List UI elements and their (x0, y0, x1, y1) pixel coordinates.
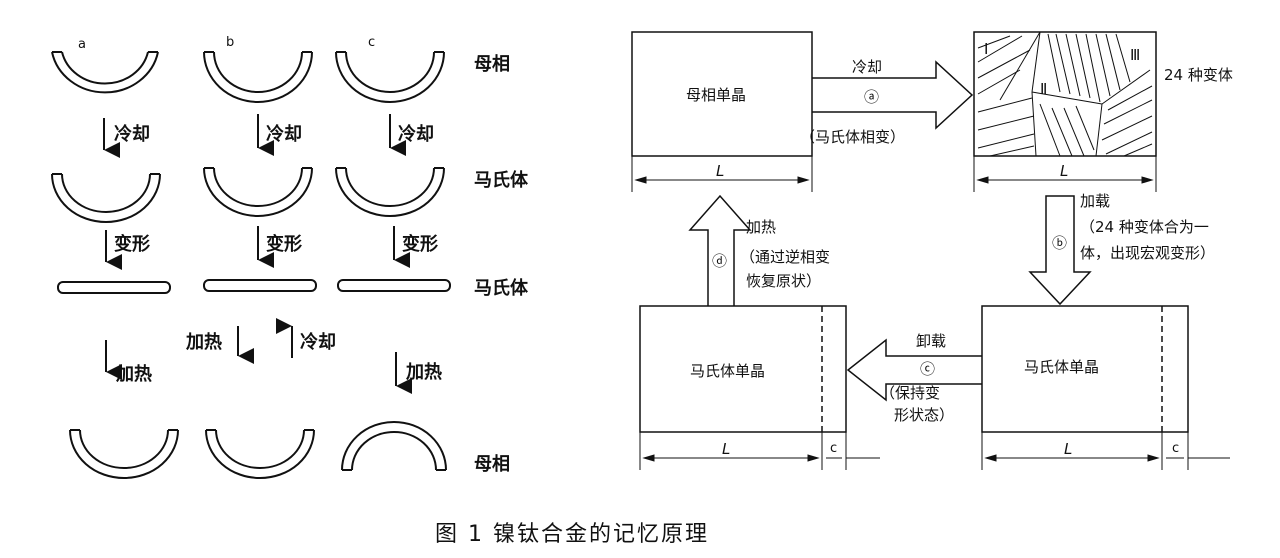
roman-label-3: Ⅲ (1130, 46, 1140, 64)
column-label-a: a (78, 37, 86, 52)
block-arrow-c-left (846, 338, 982, 402)
u-shape-a-parent (51, 51, 159, 94)
arrow-a-bottom-label: （马氏体相变） (800, 128, 905, 146)
dimension-martensite-left (639, 432, 880, 470)
box-parent-crystal (631, 31, 813, 157)
arrow-a-top-label: 冷却 (852, 58, 882, 76)
arrow-b-top-label: 加载 (1080, 192, 1110, 210)
arrow-a-circle: ⓐ (864, 88, 879, 106)
u-shape-c-martensite (335, 167, 445, 217)
box-martensite-left (639, 305, 847, 433)
state-label-parent: 母相 (474, 54, 510, 75)
variants-label: 24 种变体 (1164, 66, 1233, 84)
arrow-b-circle: ⓑ (1052, 234, 1067, 252)
length-label-parent: L (716, 162, 724, 180)
u-shape-a-final (69, 429, 179, 479)
roman-label-1: Ⅰ (984, 40, 988, 58)
flat-bar-b (203, 279, 317, 292)
arrow-d-line2: 恢复原状） (746, 272, 821, 290)
flat-bar-c (337, 279, 451, 292)
box-label-martensite-right: 马氏体单晶 (1024, 358, 1099, 376)
u-shape-b-martensite (203, 167, 313, 217)
dimension-parent (631, 156, 813, 192)
step-label-cool-b-up: 冷却 (300, 331, 336, 353)
step-label-heat-b: 加热 (185, 331, 222, 353)
step-label-heat-c: 加热 (405, 361, 442, 383)
u-shape-a-martensite (51, 173, 161, 223)
dimension-martensite-right (981, 432, 1230, 470)
state-label-martensite-2: 马氏体 (474, 277, 529, 299)
arrow-c-top-label: 卸载 (916, 332, 946, 350)
extra-label-left: c (830, 441, 837, 456)
block-arrow-b-down (1028, 195, 1092, 306)
step-label-heat-a: 加热 (115, 363, 152, 385)
step-label-deform-b: 变形 (266, 233, 302, 255)
block-arrow-a-right (812, 60, 974, 130)
step-label-cool-a: 冷却 (114, 123, 150, 145)
step-label-deform-c: 变形 (402, 233, 438, 255)
column-label-b: b (226, 35, 234, 50)
length-label-variants: L (1060, 162, 1068, 180)
u-shape-b-parent (203, 51, 313, 103)
dimension-variants (973, 156, 1157, 192)
state-label-parent-final: 母相 (474, 454, 510, 475)
box-label-parent-crystal: 母相单晶 (686, 86, 746, 104)
box-variants (973, 31, 1157, 157)
arrow-c-circle: ⓒ (920, 360, 935, 378)
arrow-d-top-label: 加热 (746, 218, 776, 236)
arrow-b-line2: 体，出现宏观变形） (1080, 244, 1215, 262)
left-panel (51, 51, 451, 479)
arrow-d-line1: （通过逆相变 (740, 248, 830, 266)
step-label-cool-c: 冷却 (398, 123, 434, 145)
variant-hatching (977, 31, 1153, 157)
roman-label-2: Ⅱ (1040, 80, 1047, 98)
flat-bar-a (57, 281, 171, 294)
step-label-cool-b: 冷却 (266, 123, 302, 145)
box-martensite-right (981, 305, 1189, 433)
arrow-c-line1: （保持变 (880, 384, 940, 402)
u-shape-b-final (205, 429, 315, 479)
extra-label-right: c (1172, 441, 1179, 456)
state-label-martensite-1: 马氏体 (474, 169, 529, 191)
u-shape-c-parent (335, 51, 445, 103)
arrow-c-line2: 形状态） (894, 406, 954, 424)
arrow-b-line1: （24 种变体合为一 (1080, 218, 1209, 236)
figure-caption: 图 1 镍钛合金的记忆原理 (435, 522, 709, 547)
length-label-mart-right: L (1064, 440, 1072, 458)
block-arrow-d-up (688, 194, 752, 306)
arrow-d-circle: ⓓ (712, 252, 727, 270)
arch-c-final (341, 421, 447, 471)
length-label-mart-left: L (722, 440, 730, 458)
step-label-deform-a: 变形 (114, 233, 150, 255)
right-panel (631, 31, 1230, 470)
column-label-c: c (368, 35, 375, 50)
box-label-martensite-left: 马氏体单晶 (690, 362, 765, 380)
